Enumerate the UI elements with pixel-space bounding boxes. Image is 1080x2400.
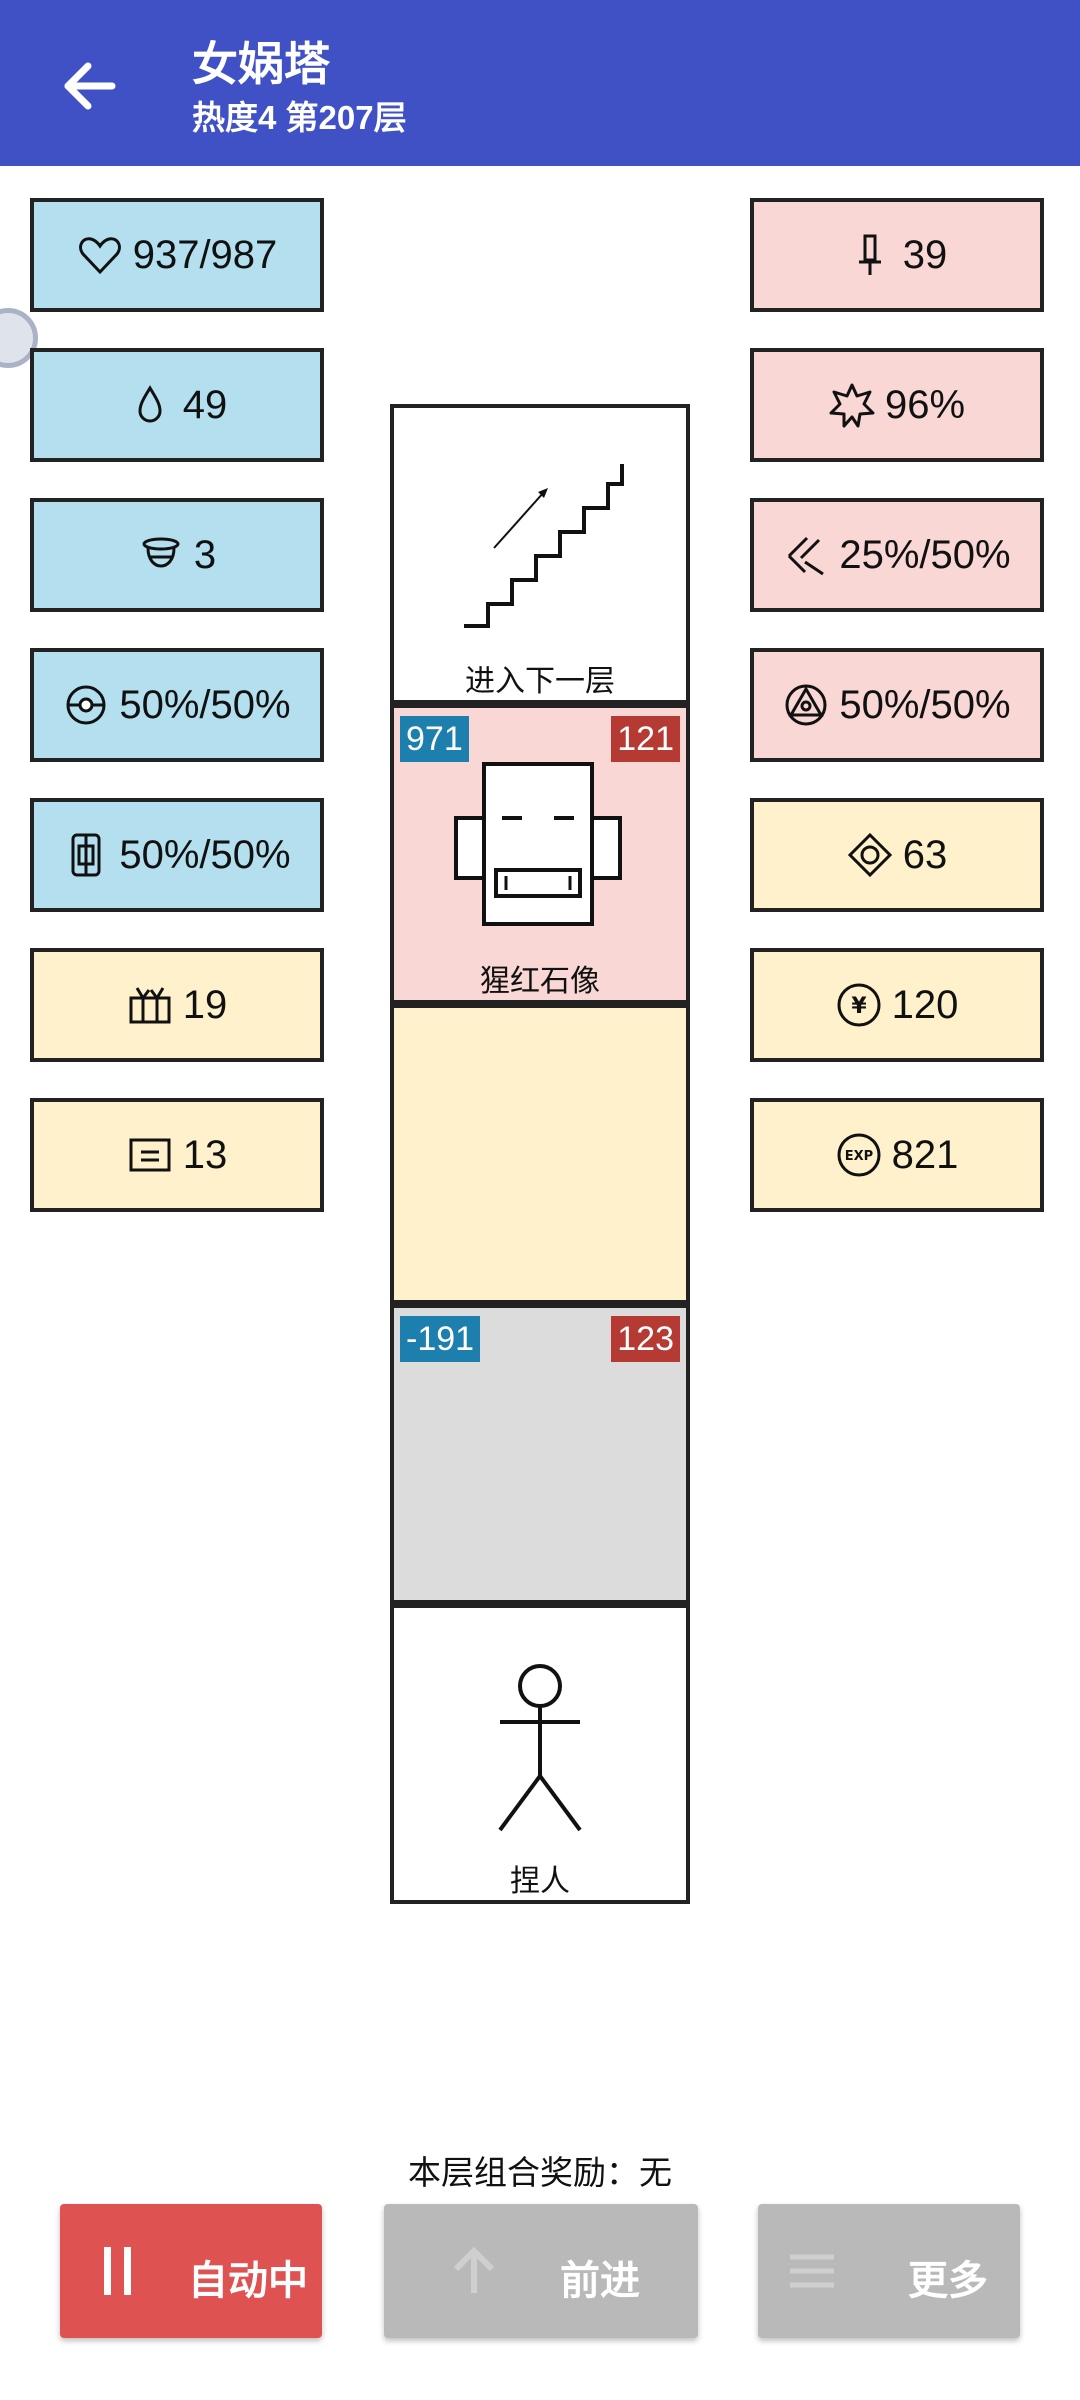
tower-cell-stairs[interactable]: 进入下一层 [390,404,690,704]
cell-right-tag: 123 [611,1316,680,1362]
stat-gold[interactable]: ¥ 120 [750,948,1044,1062]
stat-triangle[interactable]: 50%/50% [750,648,1044,762]
stat-value: 19 [182,982,228,1027]
auto-button-label: 自动中 [188,2259,308,2303]
arrow-up-icon [444,2241,504,2301]
pause-icon [88,2241,148,2301]
svg-text:¥: ¥ [851,994,867,1019]
app-bar: 女娲塔 热度4 第207层 [0,0,1080,166]
back-button[interactable] [56,52,124,120]
stat-value: 3 [193,532,217,577]
stat-value: 937/987 [132,232,278,277]
svg-text:EXP: EXP [844,1149,872,1164]
stat-value: 50%/50% [119,832,291,877]
monster-name: 猩红石像 [480,965,600,998]
stat-boxes[interactable]: 19 [30,948,324,1062]
stat-value: 96% [884,382,966,427]
stat-eye-resist[interactable]: 50%/50% [30,648,324,762]
monster-hp-tag: 971 [400,716,469,762]
gift-box-icon [127,982,173,1028]
stick-figure-icon [498,1664,582,1832]
tower-cell-player[interactable]: 捏人 [390,1604,690,1904]
sword-icon [847,232,893,278]
forward-button[interactable]: 前进 [384,2204,698,2338]
page-subtitle: 热度4 第207层 [192,99,407,136]
stat-defense[interactable]: 3 [30,498,324,612]
card-icon [127,1132,173,1178]
helmet-icon [138,532,184,578]
stat-crit[interactable]: 96% [750,348,1044,462]
eye-shield-icon [63,682,109,728]
tower-column: 进入下一层 971 121 猩红石像 -191 123 捏人 [390,404,690,1904]
stat-value: 49 [182,382,228,427]
tower-cell-monster[interactable]: 971 121 猩红石像 [390,704,690,1004]
stat-value: 39 [902,232,948,277]
stat-cards[interactable]: 13 [30,1098,324,1212]
stat-attack[interactable]: 39 [750,198,1044,312]
monster-attack-tag: 121 [611,716,680,762]
tower-cell-empty[interactable] [390,1004,690,1304]
stat-value: 63 [902,832,948,877]
stat-block[interactable]: 50%/50% [30,798,324,912]
stat-value: 120 [891,982,959,1027]
stat-value: 50%/50% [119,682,291,727]
heart-icon [77,232,123,278]
burst-icon [829,382,875,428]
page-title: 女娲塔 [192,38,330,90]
yen-coin-icon: ¥ [836,982,882,1028]
menu-icon [782,2241,842,2301]
slash-icon [783,532,829,578]
triangle-circle-icon [783,682,829,728]
arrow-left-icon [64,62,116,110]
stat-penetrate[interactable]: 25%/50% [750,498,1044,612]
stat-value: 13 [182,1132,228,1177]
stat-mana[interactable]: 49 [30,348,324,462]
drop-icon [127,382,173,428]
player-label: 捏人 [510,1865,570,1898]
tower-cell-grey[interactable]: -191 123 [390,1304,690,1604]
stairs-label: 进入下一层 [465,665,615,698]
stat-value: 821 [891,1132,959,1177]
diamond-icon [847,832,893,878]
stat-value: 50%/50% [839,682,1011,727]
floor-bonus-text: 本层组合奖励：无 [408,2154,672,2191]
stat-hp[interactable]: 937/987 [30,198,324,312]
forward-button-label: 前进 [560,2259,640,2303]
stone-statue-icon [454,762,622,926]
stat-exp[interactable]: EXP 821 [750,1098,1044,1212]
auto-button[interactable]: 自动中 [60,2204,322,2338]
exp-icon: EXP [836,1132,882,1178]
stairs-icon [464,464,624,628]
more-button-label: 更多 [908,2259,988,2303]
stat-value: 25%/50% [839,532,1011,577]
phone-shield-icon [63,832,109,878]
stat-gems[interactable]: 63 [750,798,1044,912]
more-button[interactable]: 更多 [758,2204,1020,2338]
cell-left-tag: -191 [400,1316,481,1362]
